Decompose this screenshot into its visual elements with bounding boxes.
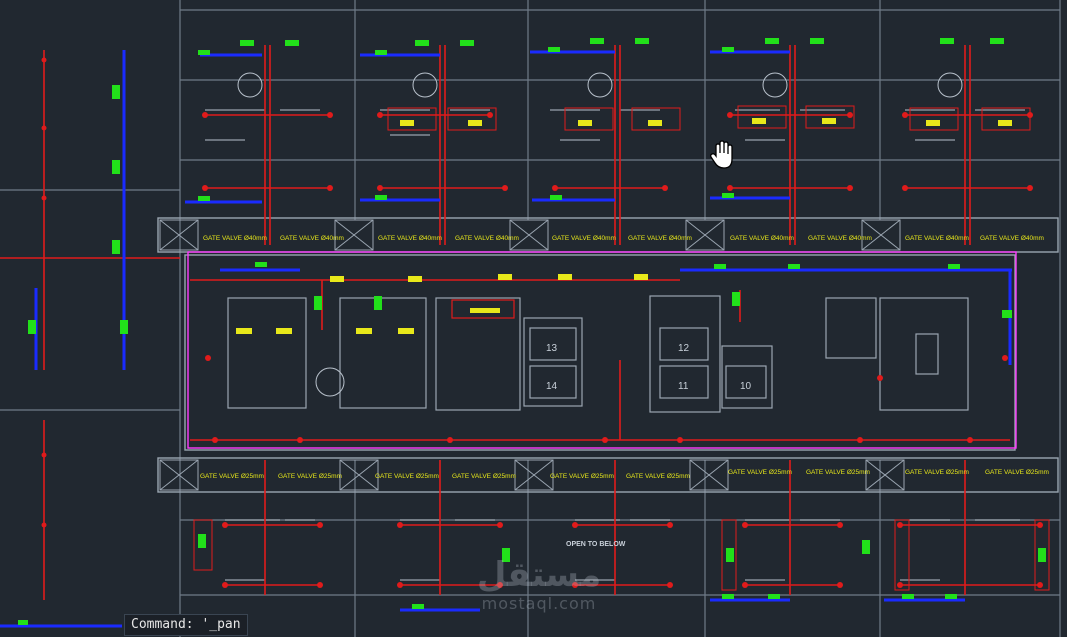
svg-text:GATE VALVE Ø25mm: GATE VALVE Ø25mm [278, 473, 342, 480]
svg-text:GATE VALVE Ø25mm: GATE VALVE Ø25mm [728, 469, 792, 476]
svg-text:GATE VALVE Ø25mm: GATE VALVE Ø25mm [550, 473, 614, 480]
shafts [159, 219, 905, 491]
mostaql-watermark: مستقل mostaql.com [464, 556, 614, 622]
gate-valve-labels-top: GATE VALVE Ø40mm GATE VALVE Ø40mm GATE V… [203, 235, 1044, 242]
command-prompt: Command: [131, 617, 194, 632]
svg-text:GATE VALVE Ø25mm: GATE VALVE Ø25mm [452, 473, 516, 480]
core-rooms [227, 295, 969, 413]
svg-text:GATE VALVE Ø25mm: GATE VALVE Ø25mm [626, 473, 690, 480]
green-tags [18, 38, 1046, 625]
svg-text:11: 11 [678, 381, 689, 392]
svg-text:GATE VALVE Ø40mm: GATE VALVE Ø40mm [730, 235, 794, 242]
svg-text:10: 10 [740, 381, 752, 392]
pan-hand-icon [710, 140, 733, 169]
svg-text:GATE VALVE Ø40mm: GATE VALVE Ø40mm [203, 235, 267, 242]
svg-text:GATE VALVE Ø25mm: GATE VALVE Ø25mm [985, 469, 1049, 476]
svg-text:GATE VALVE Ø25mm: GATE VALVE Ø25mm [200, 473, 264, 480]
svg-text:14: 14 [546, 381, 558, 392]
svg-text:GATE VALVE Ø40mm: GATE VALVE Ø40mm [280, 235, 344, 242]
svg-text:GATE VALVE Ø40mm: GATE VALVE Ø40mm [378, 235, 442, 242]
watermark-latin: mostaql.com [481, 594, 597, 613]
svg-text:GATE VALVE Ø25mm: GATE VALVE Ø25mm [905, 469, 969, 476]
svg-text:GATE VALVE Ø25mm: GATE VALVE Ø25mm [375, 473, 439, 480]
yellow-dims [236, 118, 1012, 334]
svg-text:GATE VALVE Ø40mm: GATE VALVE Ø40mm [628, 235, 692, 242]
svg-text:GATE VALVE Ø40mm: GATE VALVE Ø40mm [980, 235, 1044, 242]
svg-text:GATE VALVE Ø40mm: GATE VALVE Ø40mm [808, 235, 872, 242]
command-line[interactable]: Command: '_pan [124, 614, 248, 636]
svg-text:13: 13 [546, 343, 558, 354]
room-partitions [205, 72, 1025, 581]
elevator-numbers: 13 14 12 11 10 [546, 343, 752, 392]
red-pipes [0, 45, 1040, 600]
svg-text:GATE VALVE Ø25mm: GATE VALVE Ø25mm [806, 469, 870, 476]
red-dim-boxes [193, 105, 1050, 591]
svg-text:GATE VALVE Ø40mm: GATE VALVE Ø40mm [455, 235, 519, 242]
open-to-below-label: OPEN TO BELOW [566, 541, 626, 548]
magenta-loop [187, 251, 1017, 449]
svg-text:GATE VALVE Ø40mm: GATE VALVE Ø40mm [905, 235, 969, 242]
gate-valve-labels-bottom: GATE VALVE Ø25mm GATE VALVE Ø25mm GATE V… [200, 469, 1049, 480]
command-input[interactable]: '_pan [193, 617, 241, 632]
svg-text:GATE VALVE Ø40mm: GATE VALVE Ø40mm [552, 235, 616, 242]
svg-text:12: 12 [678, 343, 690, 354]
corridor-walls [157, 217, 1059, 493]
blue-pipes [0, 50, 1012, 628]
watermark-arabic: مستقل [476, 555, 602, 595]
pipe-nodes [41, 57, 1043, 588]
